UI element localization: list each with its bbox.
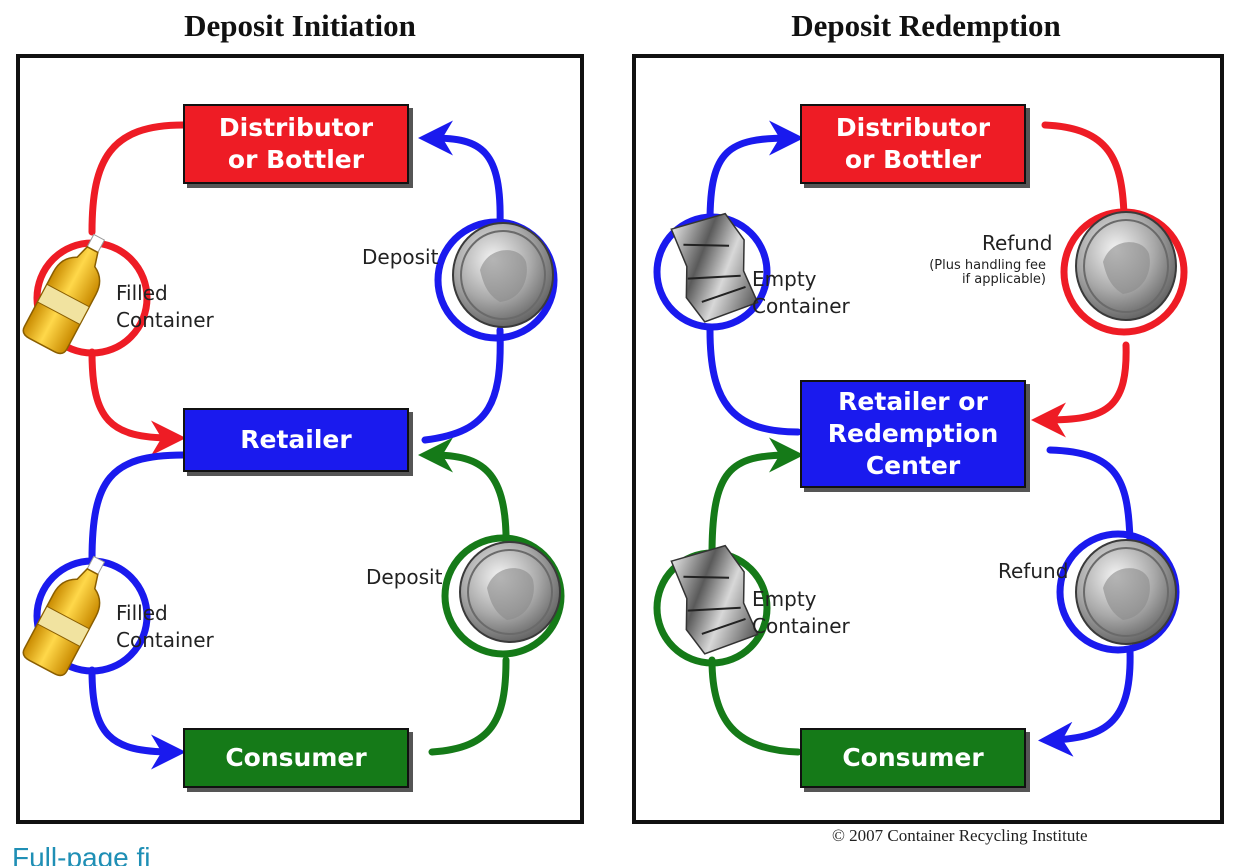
arrow-retailer-to-distributor: [421, 326, 504, 444]
copyright-notice: © 2007 Container Recycling Institute: [832, 826, 1088, 845]
initiation-title: Deposit Initiation: [184, 8, 416, 43]
arrow-distributor-refund: [1041, 121, 1128, 219]
coin-icon: [459, 541, 561, 643]
initiation-consumer-node: Consumer: [183, 728, 409, 788]
arrow-distributor-to-retailer: [88, 121, 187, 236]
deposit-label: Deposit: [366, 565, 443, 589]
arrow-redemption-to-distributor: [706, 326, 802, 436]
deposit-ring-top: [434, 218, 558, 342]
crushed-can-icon: [670, 544, 759, 655]
arrow-consumer-to-redemption: [708, 656, 802, 756]
arrow-consumer-to-retailer: [428, 656, 510, 756]
arrow-retailer-to-consumer: [88, 451, 187, 564]
full-page-link[interactable]: Full-page fi: [12, 842, 151, 866]
deposit-label: Deposit: [362, 245, 439, 269]
initiation-retailer-node: Retailer: [183, 408, 409, 472]
redemption-consumer-node: Consumer: [800, 728, 1026, 788]
filled-container-label: Filled Container: [116, 281, 214, 332]
bottle-icon: [22, 233, 106, 355]
initiation-distributor-node: Distributor or Bottler: [183, 104, 409, 184]
refund-label: Refund: [982, 231, 1053, 255]
empty-container-label: Empty Container: [752, 267, 850, 318]
redemption-retailer-node: Retailer or Redemption Center: [800, 380, 1026, 488]
refund-label: Refund: [998, 559, 1069, 583]
redemption-distributor-node: Distributor or Bottler: [800, 104, 1026, 184]
coin-icon: [1075, 539, 1177, 645]
empty-container-label: Empty Container: [752, 587, 850, 638]
deposit-ring-bottom: [441, 534, 565, 658]
bottle-icon: [22, 555, 106, 677]
arrow-redemption-refund: [1046, 446, 1134, 544]
redemption-title: Deposit Redemption: [791, 8, 1061, 43]
handling-fee-note: (Plus handling fee if applicable): [929, 258, 1046, 287]
filled-container-label: Filled Container: [116, 601, 214, 652]
crushed-can-icon: [670, 212, 759, 323]
coin-icon: [452, 222, 554, 328]
coin-icon: [1075, 211, 1177, 321]
